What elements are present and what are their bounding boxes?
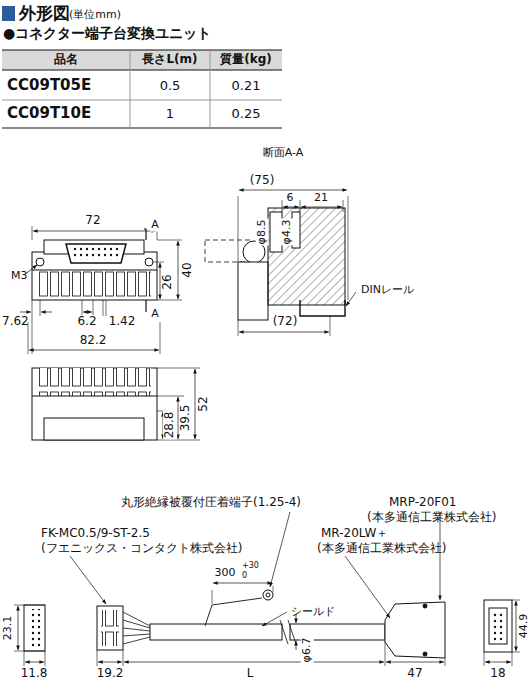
dimension-label: (72)	[272, 315, 299, 329]
dimension-label: 21	[313, 192, 329, 205]
dimension-label: L	[246, 667, 255, 681]
dimension-label: 19.2	[96, 667, 125, 681]
dimension-label: φ4.3	[281, 219, 294, 246]
dimension-label: 72	[84, 214, 101, 228]
dimension-label: 6	[286, 192, 295, 205]
dimension-label: 300	[214, 567, 237, 580]
dimension-label: 28.8	[163, 411, 177, 440]
dimension-label: 11.8	[20, 667, 49, 681]
dimension-label: φ8.5	[256, 219, 269, 246]
dimension-label: MR-20LW＋	[320, 527, 389, 541]
table-cell: CC09T05E	[6, 77, 92, 94]
dimension-label: FK-MC0.5/9-ST-2.5	[40, 527, 151, 541]
section-heading: ●コネクター端子台変換ユニット	[2, 25, 212, 41]
dimension-label: 18	[489, 667, 506, 681]
dimension-label: 丸形絶縁被覆付圧着端子(1.25-4)	[120, 496, 302, 510]
dimension-label: 0	[241, 571, 248, 580]
dimension-label: A	[150, 219, 160, 232]
table-cell: CC09T10E	[6, 105, 92, 122]
dimension-label: 40	[181, 261, 195, 278]
dimension-label: 39.5	[179, 404, 193, 433]
title: 外形図	[18, 4, 71, 24]
unit-note: (単位mm)	[68, 9, 122, 22]
table-header: 質量(kg)	[219, 53, 273, 67]
dimension-label: φ6.7	[301, 637, 314, 664]
dimension-label: 7.62	[1, 315, 30, 329]
dimension-label: 26	[161, 273, 175, 290]
dimension-label: (75)	[249, 174, 276, 188]
dimension-label: (本多通信工業株式会社)	[366, 511, 497, 525]
table-header: 品名	[53, 53, 79, 67]
table-cell: 0.21	[231, 79, 262, 94]
table-header: 長さL(m)	[141, 53, 198, 67]
dimension-label: 47	[406, 667, 423, 681]
table-cell: 0.5	[159, 79, 182, 94]
dimension-label: MRP-20F01	[388, 496, 457, 510]
dimension-label: M3	[10, 270, 29, 283]
dimension-label: +30	[241, 561, 260, 570]
dimension-label: A	[150, 308, 160, 321]
dimension-label: (フエニックス・コンタクト株式会社)	[40, 542, 243, 556]
dimension-label: 44.9	[518, 613, 531, 640]
dimension-label: シールド	[290, 606, 336, 619]
dimension-label: (本多通信工業株式会社)	[316, 542, 447, 556]
dimension-label: DINレール	[360, 284, 415, 297]
dimension-label: 6.2	[76, 315, 97, 329]
dimension-label: 1.42	[108, 315, 137, 329]
table-cell: 0.25	[231, 107, 262, 122]
table-cell: 1	[165, 107, 175, 122]
dimension-label: 23.1	[2, 615, 15, 642]
dimension-label: 52	[197, 395, 211, 412]
dimension-label: 82.2	[79, 334, 108, 348]
dimension-label: 断面A-A	[262, 147, 305, 160]
